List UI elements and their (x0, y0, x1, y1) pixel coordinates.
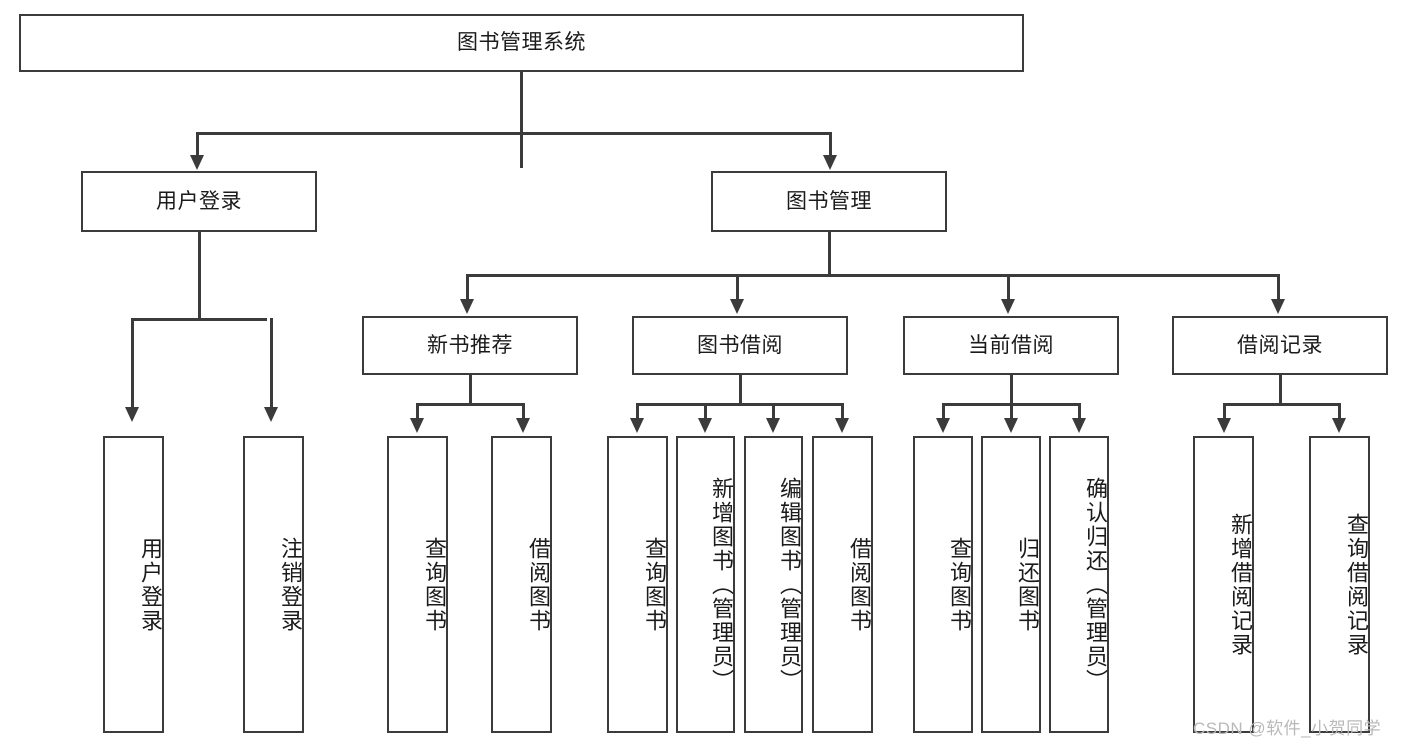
node-user-login[interactable]: 用户登录 (81, 171, 317, 232)
edge-current-borrow-drop-2 (1010, 403, 1013, 421)
arrow-to-book-borrow-icon (730, 299, 744, 314)
arrow-to-new-book-icon (460, 299, 474, 314)
arrow-to-current-borrow-icon (1001, 299, 1015, 314)
edge-borrow-record-stem (1279, 375, 1282, 405)
leaf-borrow-book-1-label: 借阅图书 (526, 536, 551, 633)
edge-borrow-record-drop-2 (1338, 403, 1341, 421)
arrow-user-login-leaf2-icon (264, 407, 278, 422)
leaf-query-record[interactable]: 查询借阅记录 (1309, 436, 1370, 733)
leaf-user-logout-label: 注销登录 (278, 536, 303, 633)
arrow-to-borrow-record-icon (1271, 299, 1285, 314)
leaf-edit-book-label: 编辑图书（管理员） (777, 476, 802, 693)
leaf-user-login-label: 用户登录 (138, 536, 163, 633)
node-book-manage[interactable]: 图书管理 (711, 171, 947, 232)
edge-current-borrow-stem (1010, 375, 1013, 405)
edge-to-borrow-record (1277, 274, 1280, 302)
edge-to-book-manage (829, 132, 832, 158)
leaf-query-record-label: 查询借阅记录 (1344, 512, 1369, 657)
edge-new-book-stem (469, 375, 472, 405)
leaf-borrow-book-2[interactable]: 借阅图书 (812, 436, 873, 733)
edge-user-login-bus (131, 318, 267, 321)
edge-book-borrow-stem (739, 375, 742, 405)
arrow-book-borrow-leaf2-icon (698, 418, 712, 433)
leaf-user-login[interactable]: 用户登录 (103, 436, 164, 733)
leaf-borrow-book-1[interactable]: 借阅图书 (491, 436, 552, 733)
edge-to-book-borrow (736, 274, 739, 302)
edge-book-borrow-bus (636, 403, 843, 406)
arrow-user-login-leaf1-icon (125, 407, 139, 422)
edge-borrow-record-drop-1 (1223, 403, 1226, 421)
edge-level2-bus (196, 132, 832, 135)
arrow-to-user-login-icon (190, 155, 204, 170)
leaf-query-book-3-label: 查询图书 (947, 536, 972, 633)
edge-book-borrow-drop-1 (636, 403, 639, 421)
arrow-book-borrow-leaf3-icon (766, 418, 780, 433)
node-new-book-recommend[interactable]: 新书推荐 (362, 316, 578, 375)
leaf-add-record-label: 新增借阅记录 (1228, 512, 1253, 657)
leaf-query-book-2[interactable]: 查询图书 (607, 436, 668, 733)
leaf-query-book-3[interactable]: 查询图书 (913, 436, 973, 733)
arrow-current-borrow-leaf3-icon (1072, 418, 1086, 433)
arrow-borrow-record-leaf2-icon (1332, 418, 1346, 433)
edge-to-user-login (196, 132, 199, 158)
arrow-current-borrow-leaf2-icon (1004, 418, 1018, 433)
edge-current-borrow-drop-1 (942, 403, 945, 421)
arrow-to-book-manage-icon (823, 155, 837, 170)
arrow-current-borrow-leaf1-icon (936, 418, 950, 433)
edge-current-borrow-drop-3 (1078, 403, 1081, 421)
leaf-return-book[interactable]: 归还图书 (981, 436, 1041, 733)
leaf-borrow-book-2-label: 借阅图书 (847, 536, 872, 633)
csdn-watermark: CSDN @软件_小贺同学 (1193, 719, 1382, 738)
edge-level3-bus (466, 274, 1278, 277)
arrow-borrow-record-leaf1-icon (1217, 418, 1231, 433)
edge-to-current-borrow (1007, 274, 1010, 302)
leaf-add-book[interactable]: 新增图书（管理员） (676, 436, 735, 733)
leaf-query-book-2-label: 查询图书 (642, 536, 667, 633)
leaf-user-logout[interactable]: 注销登录 (243, 436, 304, 733)
leaf-query-book-1[interactable]: 查询图书 (387, 436, 448, 733)
edge-borrow-record-bus (1223, 403, 1340, 406)
edge-book-borrow-drop-4 (841, 403, 844, 421)
arrow-new-book-leaf1-icon (410, 418, 424, 433)
edge-new-book-bus (416, 403, 524, 406)
leaf-edit-book[interactable]: 编辑图书（管理员） (744, 436, 803, 733)
node-current-borrow[interactable]: 当前借阅 (903, 316, 1119, 375)
edge-new-book-drop-1 (416, 403, 419, 421)
edge-to-new-book (466, 274, 469, 302)
edge-user-login-drop-1 (131, 318, 134, 410)
node-book-borrow[interactable]: 图书借阅 (632, 316, 848, 375)
edge-root-stem (520, 72, 523, 168)
arrow-book-borrow-leaf1-icon (630, 418, 644, 433)
edge-new-book-drop-2 (522, 403, 525, 421)
edge-user-login-stem (198, 232, 201, 320)
edge-user-login-drop-2 (270, 318, 273, 410)
node-borrow-record[interactable]: 借阅记录 (1172, 316, 1388, 375)
leaf-confirm-return[interactable]: 确认归还（管理员） (1049, 436, 1109, 733)
node-root-book-management-system[interactable]: 图书管理系统 (19, 14, 1024, 72)
leaf-query-book-1-label: 查询图书 (422, 536, 447, 633)
leaf-add-book-label: 新增图书（管理员） (709, 476, 734, 693)
edge-book-borrow-drop-2 (704, 403, 707, 421)
arrow-book-borrow-leaf4-icon (835, 418, 849, 433)
leaf-return-book-label: 归还图书 (1015, 536, 1040, 633)
leaf-add-record[interactable]: 新增借阅记录 (1193, 436, 1254, 733)
edge-book-manage-stem (828, 232, 831, 276)
edge-book-borrow-drop-3 (772, 403, 775, 421)
arrow-new-book-leaf2-icon (516, 418, 530, 433)
leaf-confirm-return-label: 确认归还（管理员） (1083, 476, 1108, 693)
